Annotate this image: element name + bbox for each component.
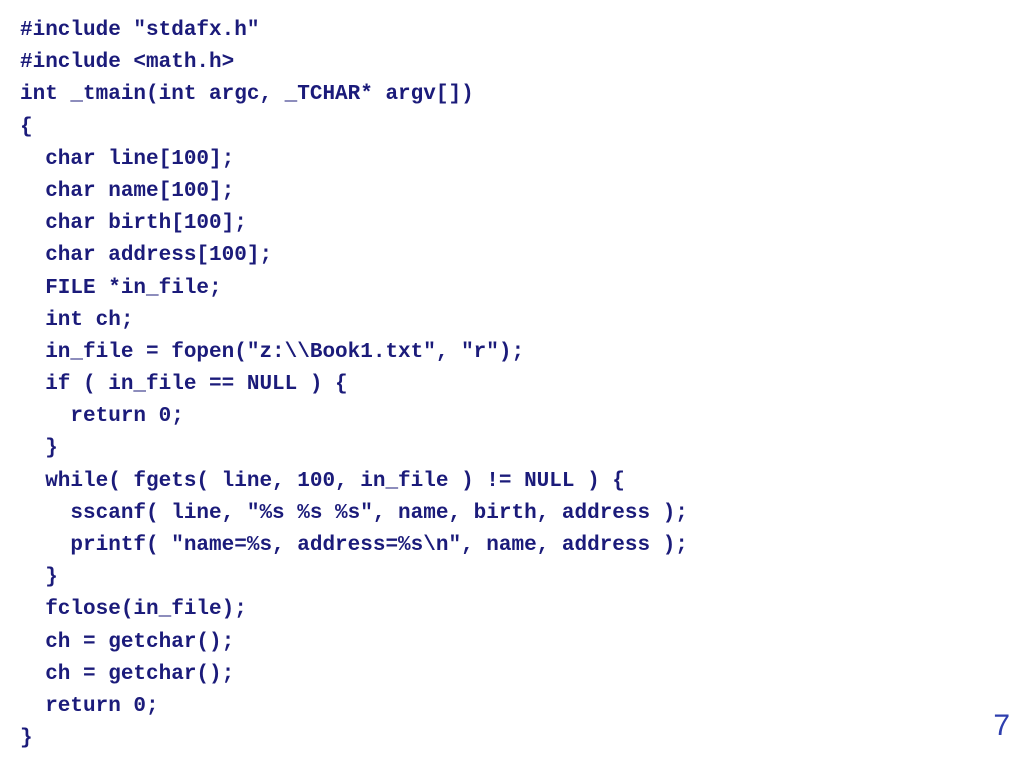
code-line: FILE *in_file; [20, 276, 222, 300]
code-line: sscanf( line, "%s %s %s", name, birth, a… [20, 501, 688, 525]
code-line: printf( "name=%s, address=%s\n", name, a… [20, 534, 688, 557]
code-line: in_file = fopen("z:\\Book1.txt", "r"); [20, 340, 525, 364]
code-line: ch = getchar(); [20, 662, 235, 686]
code-line: } [20, 727, 33, 751]
code-line: #include "stdafx.h" [20, 19, 260, 42]
code-line: char address[100]; [20, 244, 273, 268]
code-line: int _tmain(int argc, _TCHAR* argv[]) [20, 83, 474, 107]
page-number: 7 [993, 709, 1010, 742]
code-line: int ch; [20, 308, 134, 332]
code-line: char birth[100]; [20, 212, 247, 236]
code-line: if ( in_file == NULL ) { [20, 373, 348, 397]
code-line: ch = getchar(); [20, 630, 235, 654]
code-line: } [20, 437, 58, 461]
code-line: while( fgets( line, 100, in_file ) != NU… [20, 469, 625, 493]
code-line: char name[100]; [20, 179, 235, 203]
code-block: #include "stdafx.h" #include <math.h> int … [20, 15, 688, 755]
code-line: char line[100]; [20, 147, 235, 171]
code-line: } [20, 566, 58, 590]
code-line: fclose(in_file); [20, 598, 247, 622]
code-line: return 0; [20, 694, 159, 718]
code-line: #include <math.h> [20, 51, 235, 75]
code-line: return 0; [20, 405, 184, 429]
code-line: { [20, 115, 33, 139]
